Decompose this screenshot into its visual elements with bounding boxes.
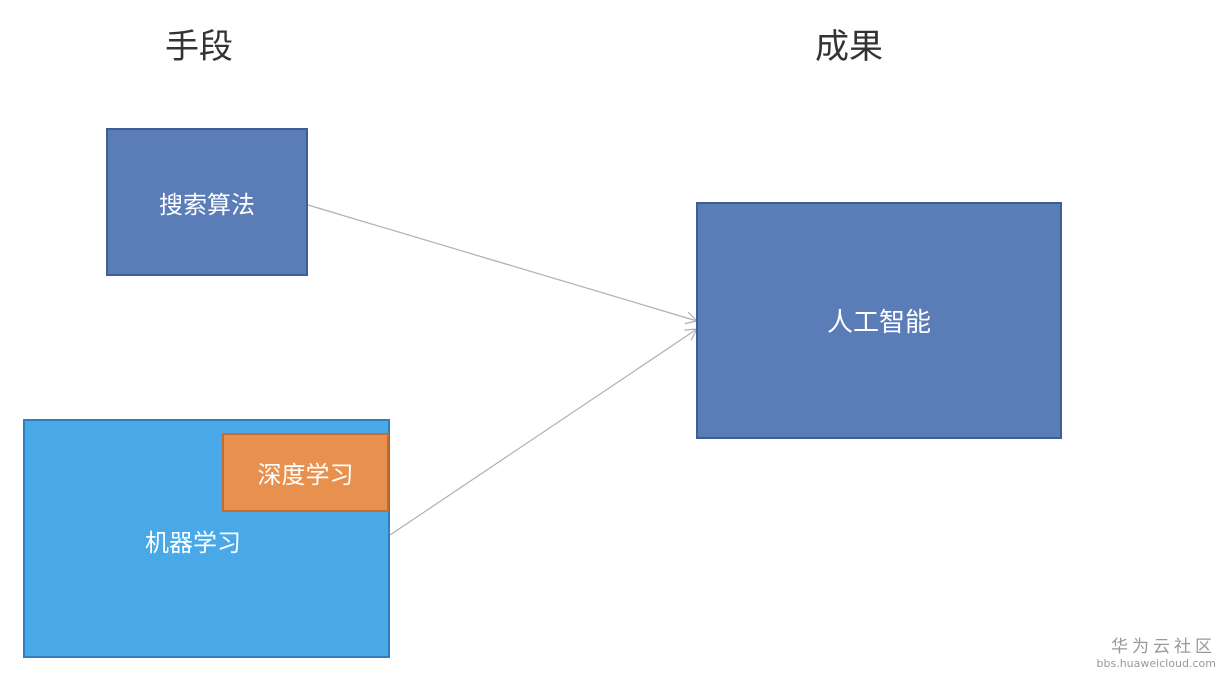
node-deep-learning-label: 深度学习 <box>257 461 354 489</box>
watermark-url: bbs.huaweicloud.com <box>1096 656 1216 670</box>
node-search-algorithm: 搜索算法 <box>106 128 308 276</box>
watermark: 华为云社区 bbs.huaweicloud.com <box>1097 638 1216 670</box>
heading-means: 手段 <box>165 27 233 67</box>
node-artificial-intelligence-label: 人工智能 <box>826 308 931 338</box>
arrow-ml-to-ai <box>389 328 699 536</box>
heading-result: 成果 <box>815 27 883 67</box>
node-artificial-intelligence: 人工智能 <box>696 202 1062 439</box>
node-deep-learning: 深度学习 <box>222 433 389 512</box>
arrow-search-to-ai <box>307 204 699 325</box>
node-search-algorithm-label: 搜索算法 <box>159 190 255 219</box>
watermark-brand: 华为云社区 <box>1111 637 1216 658</box>
node-machine-learning-label: 机器学习 <box>145 529 241 557</box>
